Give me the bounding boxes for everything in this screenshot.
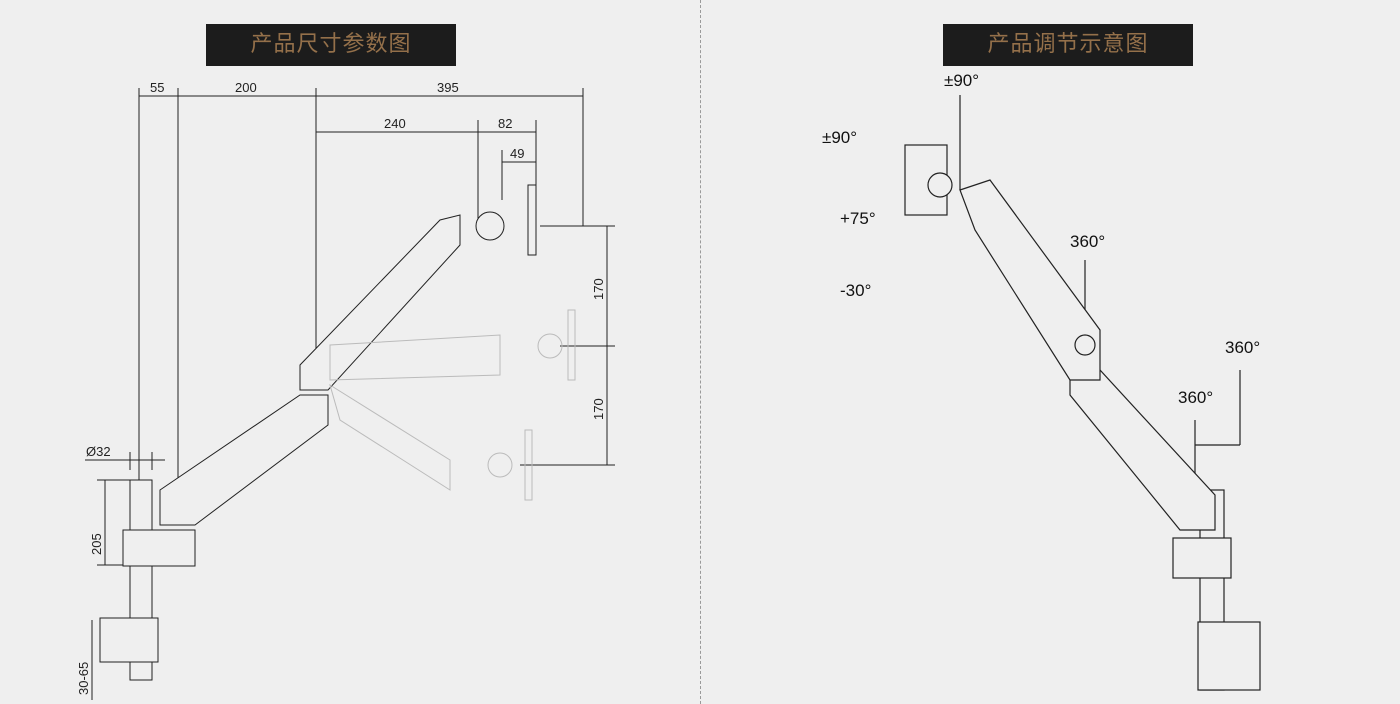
angle-tilt-down: -30° xyxy=(840,281,871,300)
adjustment-labels: ±90° ±90° +75° -30° 360° 360° 360° xyxy=(822,71,1260,407)
angle-tilt-up: +75° xyxy=(840,209,876,228)
dimension-drawing xyxy=(85,88,615,700)
dim-200: 200 xyxy=(235,80,257,95)
dim-205: 205 xyxy=(89,533,104,555)
dim-395: 395 xyxy=(437,80,459,95)
dim-49: 49 xyxy=(510,146,524,161)
dim-240: 240 xyxy=(384,116,406,131)
dim-diameter-32: Ø32 xyxy=(86,444,111,459)
angle-elbow-360: 360° xyxy=(1070,232,1105,251)
dim-170-upper: 170 xyxy=(591,278,606,300)
adjustment-drawing xyxy=(904,95,1261,691)
angle-upper-pole-360: 360° xyxy=(1225,338,1260,357)
adjustment-diagram-title: 产品调节示意图 xyxy=(943,24,1193,66)
angle-rotation: ±90° xyxy=(822,128,857,147)
panel-divider xyxy=(700,0,701,704)
dim-170-lower: 170 xyxy=(591,398,606,420)
dim-55: 55 xyxy=(150,80,164,95)
angle-lower-pole-360: 360° xyxy=(1178,388,1213,407)
dim-82: 82 xyxy=(498,116,512,131)
angle-swivel-top: ±90° xyxy=(944,71,979,90)
dimension-labels: 55 200 395 240 82 49 170 170 Ø32 205 30-… xyxy=(76,80,606,695)
dimension-diagram-title: 产品尺寸参数图 xyxy=(206,24,456,66)
dim-30-65: 30-65 xyxy=(76,662,91,695)
